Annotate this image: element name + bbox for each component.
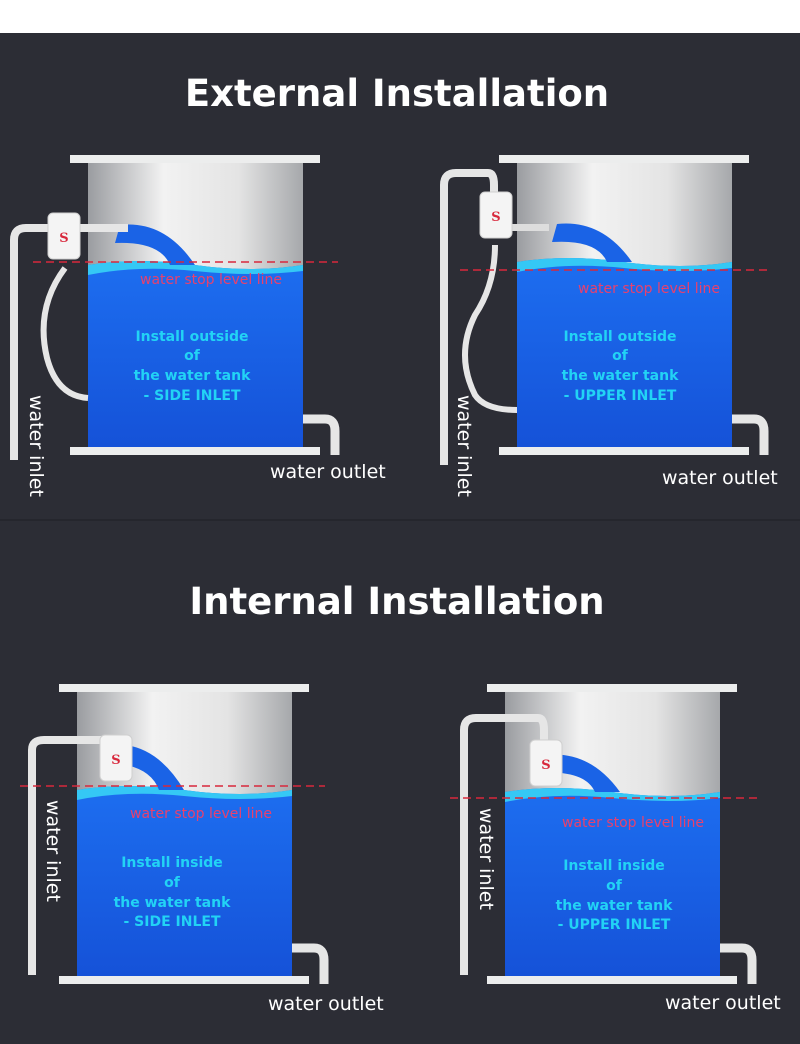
section-title-internal: Internal Installation: [189, 580, 604, 623]
water: [517, 258, 732, 447]
install-info-line: of: [606, 878, 623, 894]
outlet-pipe: [303, 414, 340, 455]
level-line-label: water stop level line: [562, 815, 704, 831]
water: [88, 261, 303, 447]
install-info-line: - SIDE INLET: [124, 914, 221, 930]
level-line-label: water stop level line: [140, 272, 282, 288]
float-valve: S: [479, 191, 513, 239]
water-surface: [77, 786, 292, 800]
tank-bottom-rim: [499, 447, 749, 455]
install-info-line: - UPPER INLET: [558, 917, 671, 933]
install-info-line: - SIDE INLET: [144, 388, 241, 404]
water-surface: [505, 788, 720, 802]
water-outlet-label: water outlet: [665, 992, 781, 1014]
install-info-line: the water tank: [562, 368, 679, 384]
float-valve: S: [47, 212, 81, 260]
install-info-line: - UPPER INLET: [564, 388, 677, 404]
inlet-nozzle: [509, 224, 549, 231]
outlet-pipe: [732, 414, 769, 455]
tank-top-rim: [499, 155, 749, 163]
outlet-pipe: [292, 943, 329, 984]
valve-logo: S: [541, 758, 550, 773]
water-stream: [115, 224, 195, 265]
water-surface: [88, 261, 303, 275]
water-outlet-label: water outlet: [268, 993, 384, 1015]
tank-bottom-rim: [70, 447, 320, 455]
install-info-line: Install outside: [563, 329, 676, 345]
valve-logo: S: [59, 231, 68, 246]
tank-top-rim: [487, 684, 737, 692]
tank-top-rim: [70, 155, 320, 163]
tank-bottom-rim: [487, 976, 737, 984]
water-outlet-label: water outlet: [662, 467, 778, 489]
install-info-line: Install inside: [563, 858, 665, 874]
install-info-line: Install outside: [135, 329, 248, 345]
outlet-pipe: [720, 943, 757, 984]
install-info-line: Install inside: [121, 855, 223, 871]
float-valve: S: [529, 739, 563, 787]
install-info-line: the water tank: [134, 368, 251, 384]
install-info-line: the water tank: [556, 898, 673, 914]
valve-logo: S: [491, 210, 500, 225]
water: [77, 786, 292, 976]
valve-logo: S: [111, 753, 120, 768]
tank-bottom-rim: [59, 976, 309, 984]
hose: [40, 266, 89, 401]
float-valve: S: [99, 734, 133, 782]
level-line-label: water stop level line: [578, 281, 720, 297]
water-outlet-label: water outlet: [270, 461, 386, 483]
water-inlet-label: water inlet: [42, 800, 64, 902]
water-surface: [517, 258, 732, 272]
water-inlet-label: water inlet: [475, 808, 497, 910]
install-info-line: of: [184, 348, 201, 364]
level-line-label: water stop level line: [130, 806, 272, 822]
inlet-pipe: [440, 169, 498, 465]
section-title-external: External Installation: [185, 72, 609, 115]
water-stream: [552, 223, 632, 262]
hose: [462, 244, 518, 413]
tank-top-rim: [59, 684, 309, 692]
install-info-line: of: [164, 875, 181, 891]
water-inlet-label: water inlet: [453, 395, 475, 497]
inlet-pipe: [28, 736, 107, 975]
inlet-pipe: [10, 224, 128, 460]
water: [505, 788, 720, 976]
install-info-line: the water tank: [114, 895, 231, 911]
water-inlet-label: water inlet: [25, 395, 47, 497]
inlet-pipe: [460, 714, 548, 975]
install-info-line: of: [612, 348, 629, 364]
